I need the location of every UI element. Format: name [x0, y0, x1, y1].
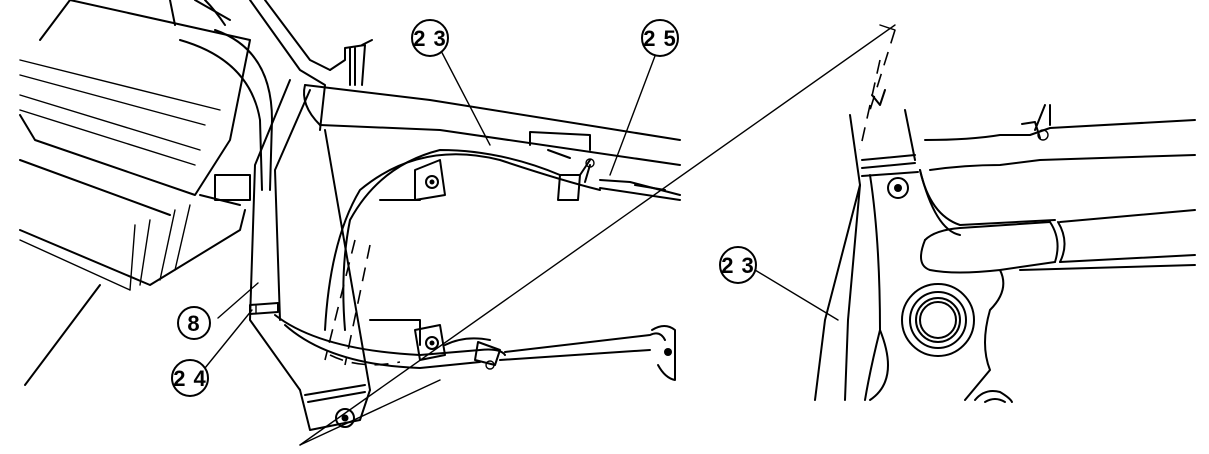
callout-23-main: 2 3 [411, 19, 449, 57]
callout-8-label: 8 [187, 311, 200, 336]
harness-clamp-upper [529, 131, 681, 201]
hidden-tube [324, 239, 401, 366]
grab-rail [179, 29, 273, 206]
callout-25-label: 2 5 [643, 26, 677, 51]
callout-23-detail-label: 2 3 [721, 253, 755, 278]
callout-23-main-label: 2 3 [413, 26, 447, 51]
callout-24-label: 2 4 [173, 366, 207, 391]
main-view [19, 0, 896, 446]
wire-harness [274, 314, 676, 381]
frame-down-tube [249, 0, 371, 431]
rear-frame-loop [324, 149, 601, 361]
clamp-band-24 [249, 302, 279, 315]
callout-25: 2 5 [641, 19, 679, 57]
frame-top-rail [303, 39, 681, 166]
callout-8: 8 [177, 306, 211, 340]
zoom-lines [299, 24, 896, 446]
callout-23-detail: 2 3 [719, 246, 757, 284]
leader-lines-main [204, 44, 659, 369]
side-cover [19, 0, 251, 386]
detail-view [754, 24, 1196, 403]
callout-24: 2 4 [171, 359, 209, 397]
